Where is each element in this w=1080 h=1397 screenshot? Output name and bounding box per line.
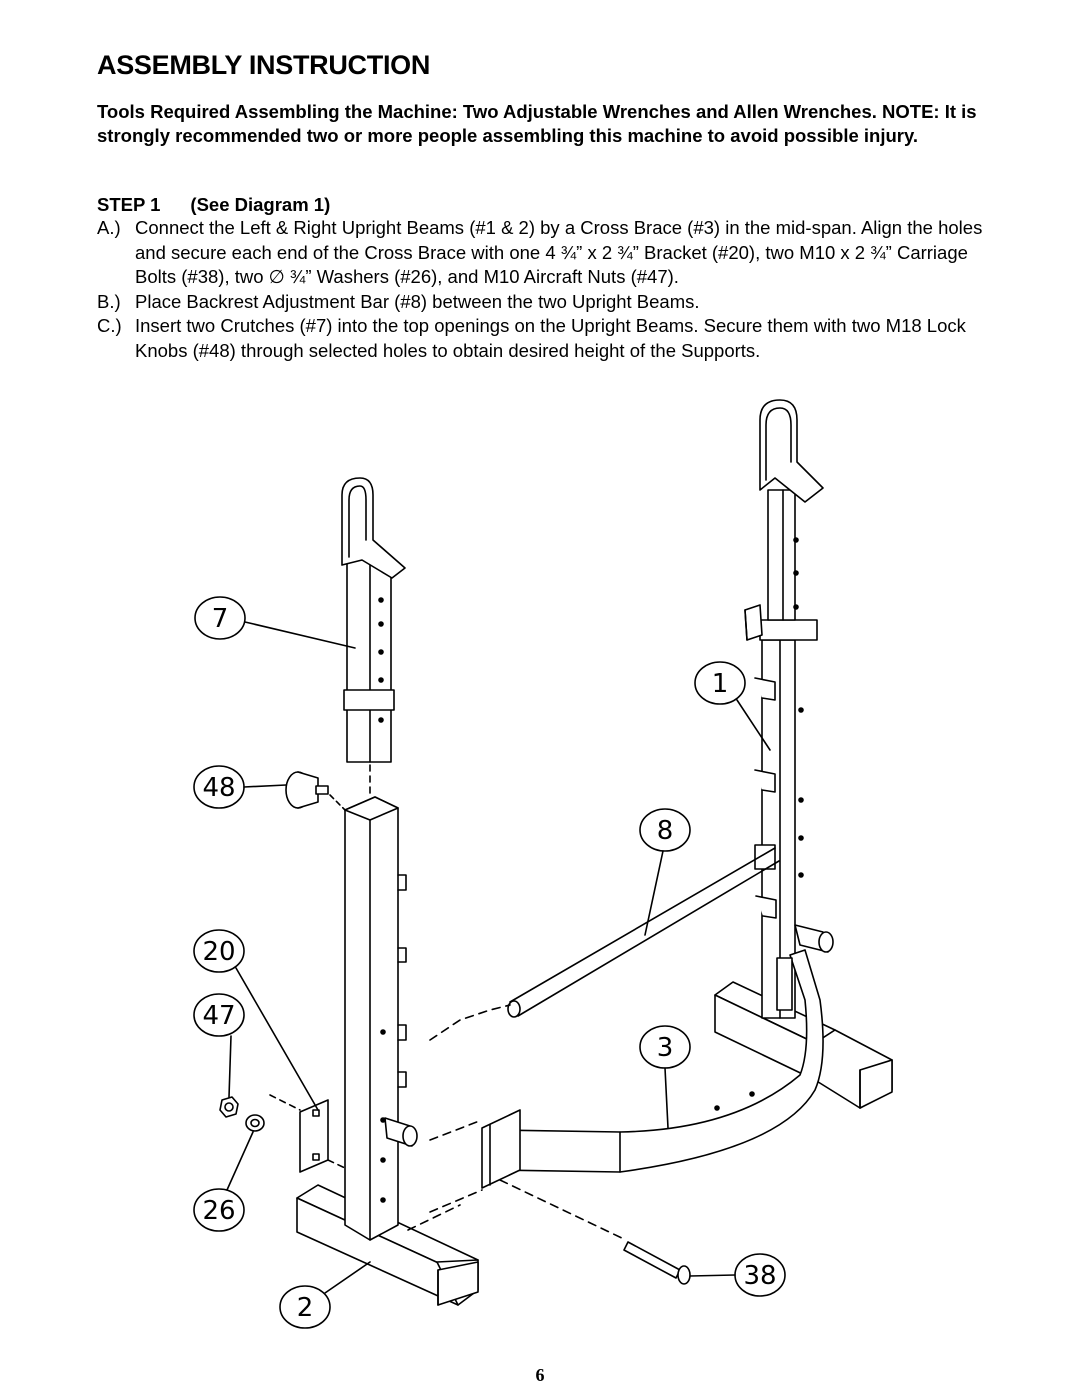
callout-47: 47 bbox=[193, 993, 245, 1098]
callout-38: 38 bbox=[689, 1253, 786, 1297]
callout-label: 1 bbox=[712, 669, 729, 699]
lock-knob bbox=[285, 771, 346, 811]
page-number: 6 bbox=[535, 1365, 545, 1385]
step-number: STEP 1 bbox=[97, 194, 161, 215]
instruction-item: A.) Connect the Left & Right Upright Bea… bbox=[97, 216, 1007, 290]
callout-26: 26 bbox=[193, 1131, 254, 1232]
callout-label: 47 bbox=[202, 1001, 235, 1031]
callout-48: 48 bbox=[193, 765, 287, 809]
callout-label: 8 bbox=[657, 816, 674, 846]
right-upright-beam bbox=[714, 399, 893, 1109]
callout-label: 2 bbox=[297, 1293, 314, 1323]
item-text: Insert two Crutches (#7) into the top op… bbox=[135, 315, 966, 361]
callout-label: 20 bbox=[202, 937, 235, 967]
callout-2: 2 bbox=[279, 1261, 371, 1329]
callout-3: 3 bbox=[639, 1025, 691, 1129]
left-upright-beam bbox=[296, 796, 479, 1306]
item-label: B.) bbox=[97, 290, 121, 312]
carriage-bolt bbox=[429, 1179, 691, 1285]
item-label: C.) bbox=[97, 315, 122, 336]
diagram-reference: (See Diagram 1) bbox=[190, 194, 331, 215]
item-label: A.) bbox=[97, 217, 121, 238]
bracket-plate bbox=[269, 1094, 346, 1173]
tools-note: Tools Required Assembling the Machine: T… bbox=[97, 101, 977, 146]
callout-label: 38 bbox=[743, 1261, 776, 1291]
left-crutch bbox=[341, 477, 406, 796]
step-heading: STEP 1 (See Diagram 1) bbox=[97, 194, 330, 216]
callout-7: 7 bbox=[194, 596, 356, 649]
callout-8: 8 bbox=[639, 808, 691, 936]
instruction-item: C.) Insert two Crutches (#7) into the to… bbox=[97, 314, 1007, 363]
callout-1: 1 bbox=[694, 661, 771, 751]
backrest-adjustment-bar bbox=[429, 847, 780, 1041]
nut-and-washer bbox=[219, 1096, 265, 1132]
callout-20: 20 bbox=[193, 929, 319, 1111]
item-text: Connect the Left & Right Upright Beams (… bbox=[135, 217, 983, 287]
item-text: Place Backrest Adjustment Bar (#8) betwe… bbox=[135, 290, 700, 312]
callout-label: 48 bbox=[202, 773, 235, 803]
callout-label: 7 bbox=[212, 604, 229, 634]
callout-label: 3 bbox=[657, 1033, 674, 1063]
instruction-item: B.) Place Backrest Adjustment Bar (#8) b… bbox=[97, 290, 1007, 315]
callout-label: 26 bbox=[202, 1196, 235, 1226]
page-title: ASSEMBLY INSTRUCTION bbox=[97, 50, 431, 80]
step-instructions: A.) Connect the Left & Right Upright Bea… bbox=[97, 216, 1007, 363]
cross-brace bbox=[481, 949, 824, 1189]
